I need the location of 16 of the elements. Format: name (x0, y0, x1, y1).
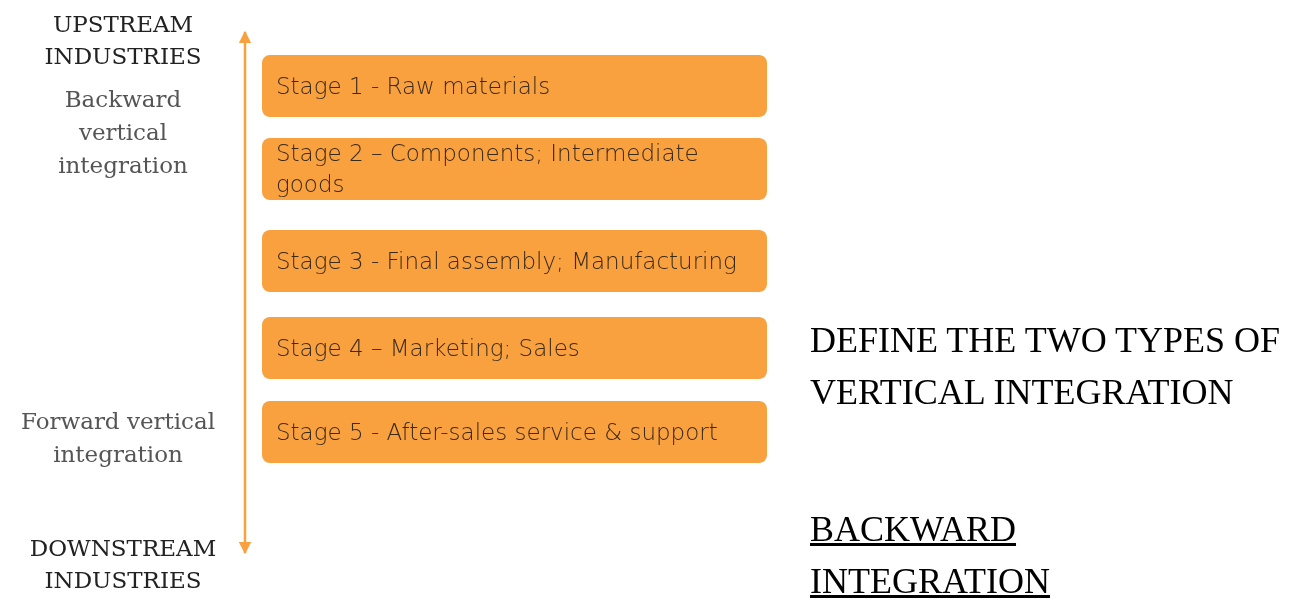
stage-box (262, 401, 767, 463)
stage-text: Stage 2 – Components; Intermediate goods (276, 139, 700, 199)
side-label: Forward vertical integration (19, 407, 217, 469)
stage-text: Stage 5 - After-sales service & support (276, 417, 718, 447)
stage-box (262, 138, 767, 200)
heading: UPSTREAM INDUSTRIES (43, 10, 203, 71)
question-text: DEFINE THE TWO TYPES OF VERTICAL INTEGRATION (810, 319, 1282, 414)
stage-box (262, 317, 767, 379)
heading: DOWNSTREAM INDUSTRIES (28, 534, 218, 595)
stage-text: Stage 3 - Final assembly; Manufacturing (276, 246, 737, 276)
stage-box (262, 55, 767, 117)
stage-text: Stage 1 - Raw materials (276, 71, 551, 101)
stage-text: Stage 4 – Marketing; Sales (276, 333, 580, 363)
stage-box (262, 230, 767, 292)
subheading: BACKWARD INTEGRATION (810, 508, 1051, 599)
side-label: Backward vertical integration (57, 85, 189, 180)
